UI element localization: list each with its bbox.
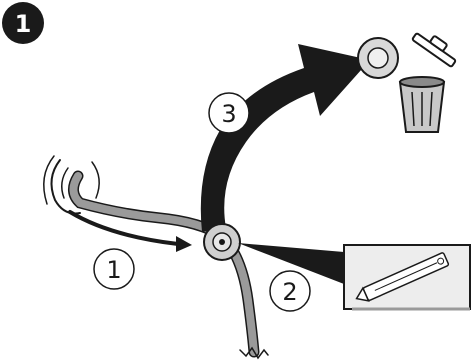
old-seal-disc-icon xyxy=(357,37,399,79)
hose-connector-icon xyxy=(203,223,241,261)
step-badge-circle xyxy=(2,2,44,44)
rubber-hose-icon xyxy=(68,170,269,360)
step-1-arrow xyxy=(68,210,192,252)
step-label-3-text: 3 xyxy=(221,100,236,128)
utility-knife-icon xyxy=(343,244,471,311)
connector-hole xyxy=(219,239,225,245)
step-badge-number: 1 xyxy=(15,10,32,38)
step-3-arrow xyxy=(200,44,370,232)
trash-bin-icon xyxy=(398,32,457,133)
step-label-3: 3 xyxy=(208,92,250,134)
step-label-1: 1 xyxy=(93,248,135,290)
step-label-2: 2 xyxy=(269,270,311,312)
step-label-2-text: 2 xyxy=(282,278,297,306)
step-2-pointer xyxy=(238,243,344,284)
step-badge: 1 xyxy=(2,2,44,44)
step-label-1-text: 1 xyxy=(106,256,121,284)
